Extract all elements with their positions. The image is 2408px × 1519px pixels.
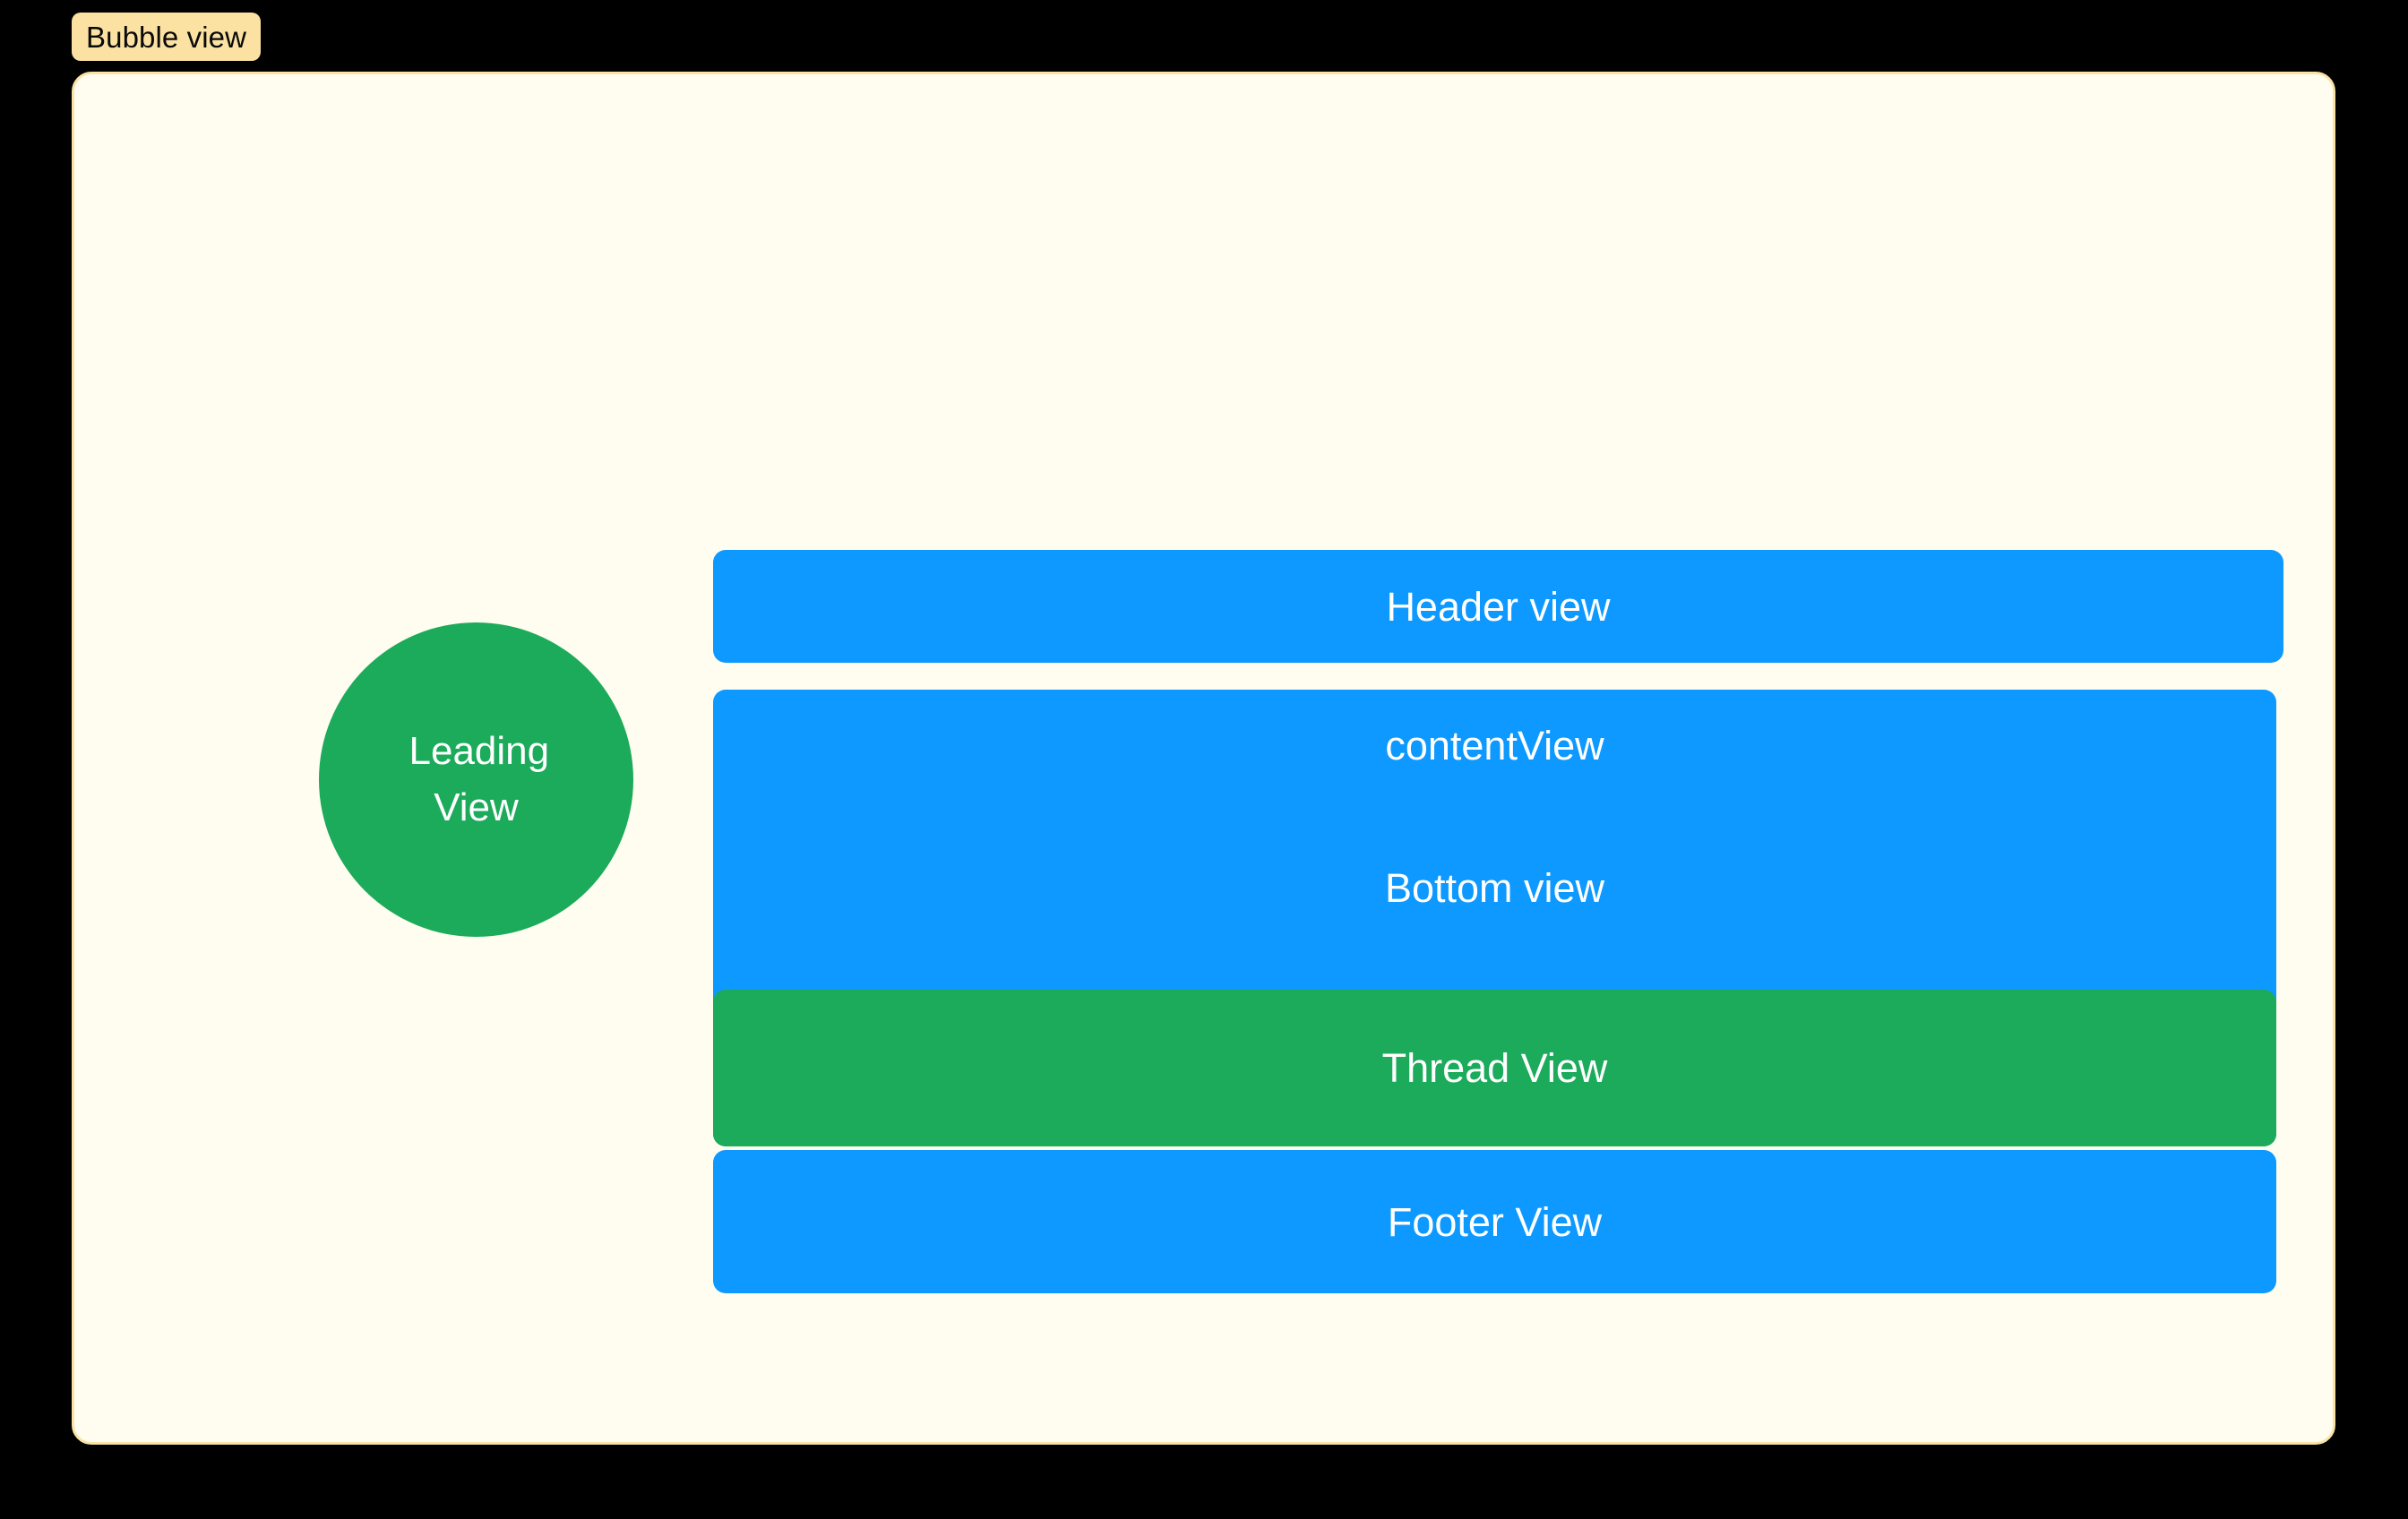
frame-label-text: Bubble view (86, 20, 247, 54)
content-view-label: contentView (1385, 723, 1604, 768)
header-view[interactable]: Header view (713, 550, 2283, 663)
leading-view[interactable]: Leading View (319, 622, 633, 937)
bubble-view-card[interactable]: Leading View Header view contentView Bot… (72, 72, 2335, 1445)
thread-view-label: Thread View (1381, 1045, 1608, 1091)
leading-view-label: Leading View (408, 729, 550, 829)
thread-view[interactable]: Thread View (713, 990, 2276, 1146)
footer-view[interactable]: Footer View (713, 1150, 2276, 1293)
frame-label-chip[interactable]: Bubble view (72, 13, 262, 61)
footer-view-label: Footer View (1387, 1198, 1603, 1245)
header-view-label: Header view (1386, 583, 1611, 630)
bottom-view-label: Bottom view (1384, 865, 1605, 911)
